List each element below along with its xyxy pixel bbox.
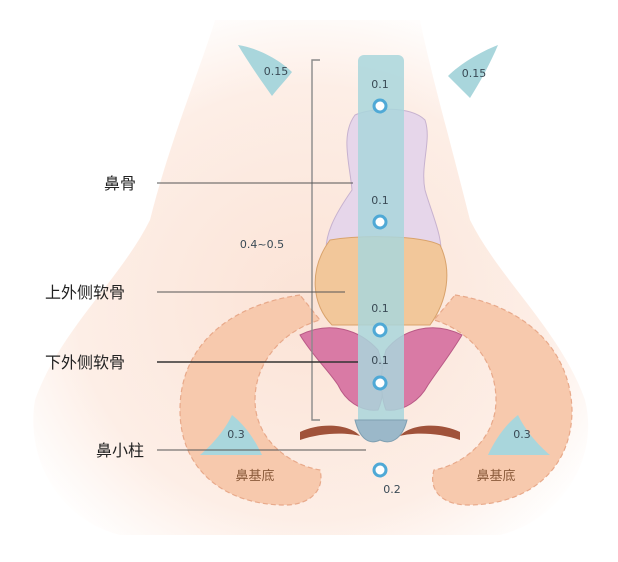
value-point-1: 0.1 xyxy=(371,78,389,91)
nose-skin xyxy=(33,20,589,535)
range-bracket xyxy=(311,59,320,421)
base-patch-left xyxy=(200,415,262,455)
value-base-right: 0.3 xyxy=(513,428,531,441)
value-brow-left: 0.15 xyxy=(264,65,289,78)
septum-strip xyxy=(358,55,404,425)
nostril-left xyxy=(300,425,360,440)
brow-patch-left xyxy=(238,45,292,96)
base-patch-right xyxy=(488,415,550,455)
label-columella: 鼻小柱 xyxy=(96,441,144,460)
label-upper-lateral-cartilage: 上外侧软骨 xyxy=(45,283,125,302)
marker-4 xyxy=(372,375,388,391)
value-brow-right: 0.15 xyxy=(462,67,487,80)
value-tip: 0.2 xyxy=(383,483,401,496)
marker-tip xyxy=(372,462,388,478)
nostril-right xyxy=(400,425,460,440)
marker-1 xyxy=(372,98,388,114)
value-point-4: 0.1 xyxy=(371,354,389,367)
brow-patch-right xyxy=(448,45,498,98)
label-base-left: 鼻基底 xyxy=(235,468,274,484)
value-point-3: 0.1 xyxy=(371,302,389,315)
columella-tip xyxy=(354,419,408,443)
marker-3 xyxy=(372,322,388,338)
marker-2 xyxy=(372,214,388,230)
label-base-right: 鼻基底 xyxy=(476,468,515,484)
label-nasal-bone: 鼻骨 xyxy=(104,174,136,193)
label-lower-lateral-cartilage: 下外侧软骨 xyxy=(45,353,125,372)
value-point-2: 0.1 xyxy=(371,194,389,207)
value-base-left: 0.3 xyxy=(227,428,245,441)
value-range: 0.4~0.5 xyxy=(240,238,284,251)
